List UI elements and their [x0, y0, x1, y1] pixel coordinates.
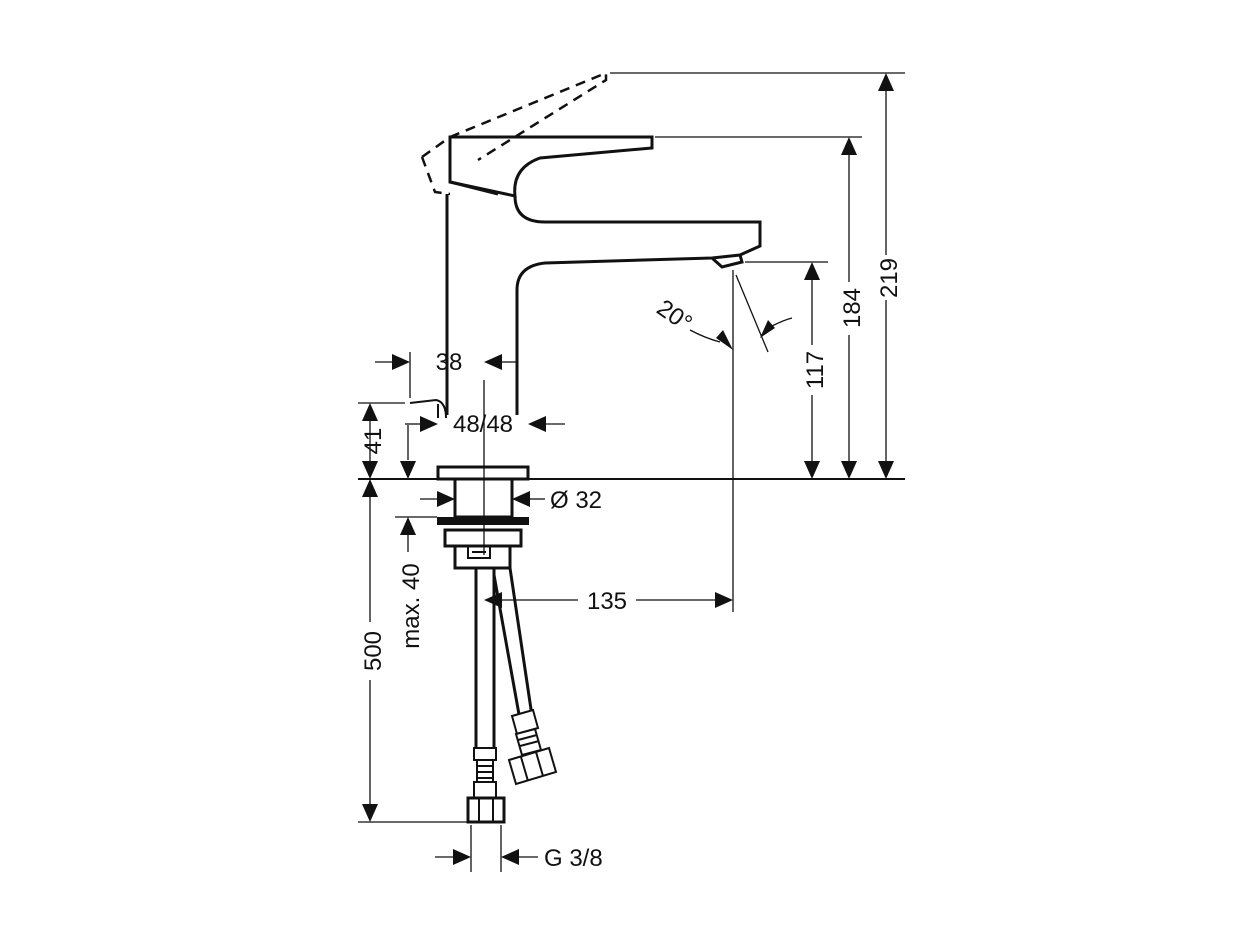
label-48-48: 48/48 — [453, 411, 513, 438]
dimension-overall-height: 219 — [610, 72, 905, 479]
dimension-spout-angle: 20° — [652, 270, 793, 612]
label-38: 38 — [436, 349, 463, 376]
base-plate — [436, 465, 530, 481]
lever-handle — [448, 135, 654, 198]
label-500: 500 — [360, 631, 387, 671]
washer — [437, 517, 529, 525]
dimension-spout-height: 117 — [745, 261, 829, 479]
lever-raised-position — [420, 71, 608, 196]
label-max-40: max. 40 — [398, 563, 425, 648]
dimension-counter-thickness: max. 40 — [395, 516, 437, 649]
dimension-thread-size: G 3/8 — [435, 825, 603, 872]
label-184: 184 — [839, 288, 866, 328]
dimension-lever-clearance: 41 — [358, 402, 416, 479]
supply-hoses — [466, 567, 558, 824]
label-20-degrees: 20° — [652, 294, 697, 337]
dimension-lever-height: 184 — [655, 136, 866, 479]
label-g-3-8: G 3/8 — [544, 845, 603, 872]
label-117: 117 — [802, 351, 829, 389]
dimension-spout-reach: 135 — [484, 588, 733, 615]
dimension-shank-diameter: Ø 32 — [420, 487, 602, 514]
label-diameter-32: Ø 32 — [550, 487, 602, 514]
spout-tip — [710, 254, 744, 269]
dimension-body-depth: 38 — [375, 349, 518, 398]
label-135: 135 — [587, 588, 627, 615]
label-219: 219 — [876, 258, 903, 298]
connector-nut-straight — [466, 796, 506, 824]
dimension-body-width: 48/48 — [405, 411, 565, 438]
connector-nut-angled — [507, 746, 558, 786]
faucet-body — [358, 71, 905, 570]
mounting-nut — [443, 528, 523, 548]
label-41: 41 — [360, 428, 387, 455]
dimension-hose-length: 500 — [358, 479, 470, 823]
pop-up-rod — [409, 398, 447, 419]
spout — [513, 195, 762, 415]
